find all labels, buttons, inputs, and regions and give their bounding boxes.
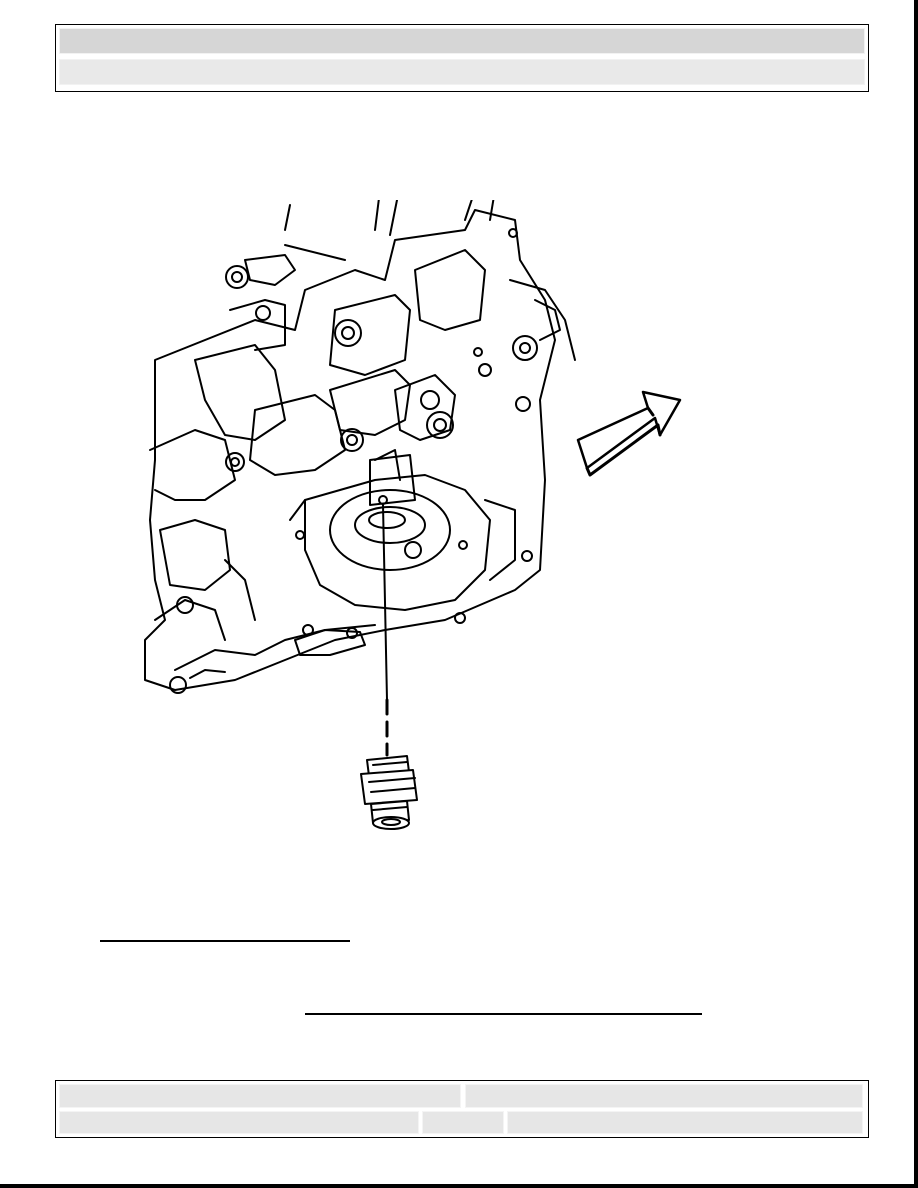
header-title bbox=[59, 28, 865, 54]
footer-right-top bbox=[465, 1084, 863, 1108]
link-underline-1[interactable] bbox=[100, 940, 350, 942]
mounting-bosses bbox=[169, 228, 538, 694]
page-footer bbox=[55, 1080, 869, 1138]
engine-block bbox=[144, 200, 576, 691]
fitting-icon bbox=[360, 755, 418, 830]
oil-pump-housing bbox=[329, 454, 451, 571]
install-centerline bbox=[382, 504, 388, 701]
footer-left-top bbox=[59, 1084, 461, 1108]
engine-illustration bbox=[144, 200, 682, 830]
footer-right-bottom bbox=[507, 1111, 863, 1134]
link-underline-2[interactable] bbox=[305, 1013, 702, 1015]
header-subtitle bbox=[59, 59, 865, 85]
footer-middle-bottom bbox=[422, 1111, 504, 1134]
front-arrow-icon bbox=[576, 390, 682, 477]
footer-left-bottom bbox=[59, 1111, 419, 1134]
page-header bbox=[55, 24, 869, 92]
